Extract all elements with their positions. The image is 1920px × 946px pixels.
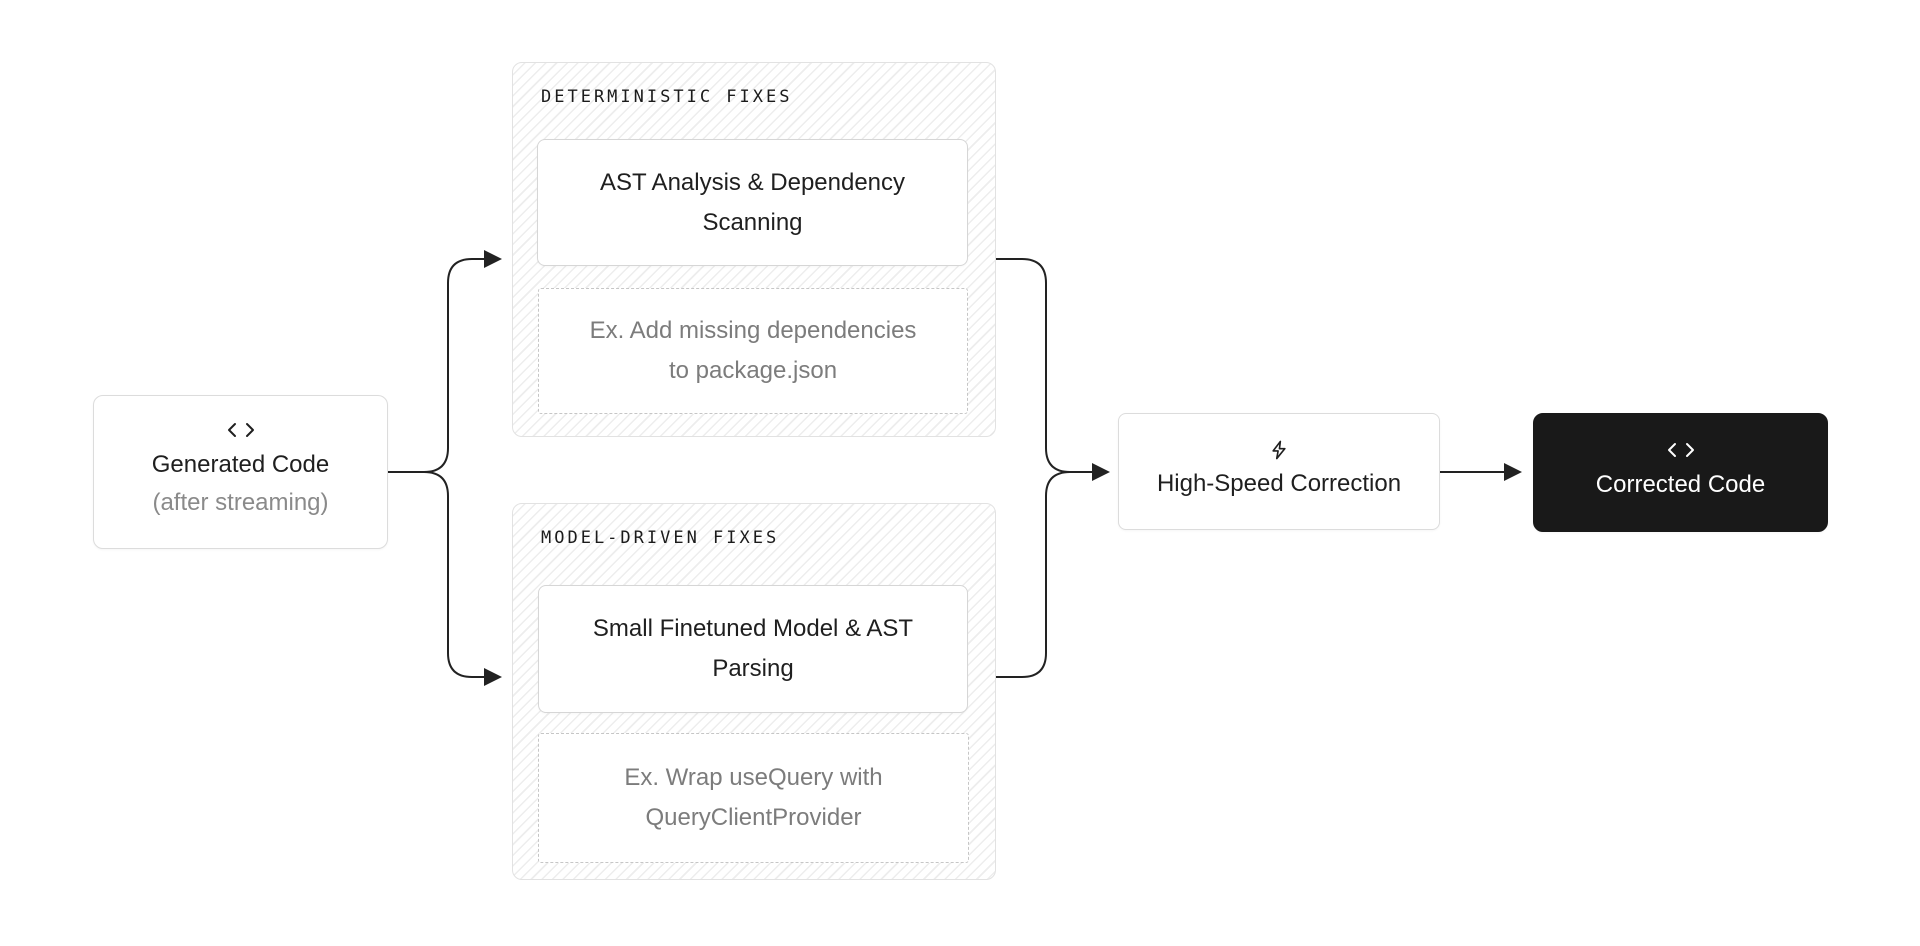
- deterministic-main-text: AST Analysis & Dependency Scanning: [599, 168, 906, 236]
- node-generated-code: Generated Code (after streaming): [93, 395, 388, 549]
- model-driven-example-text: Ex. Wrap useQuery with QueryClientProvid…: [624, 764, 883, 831]
- node-corrected-code: Corrected Code: [1533, 413, 1828, 532]
- code-icon: [227, 423, 254, 437]
- deterministic-example-text: Ex. Add missing dependencies to package.…: [589, 317, 917, 384]
- connector-generated-to-model: [388, 471, 502, 686]
- group-model-driven-fixes: MODEL-DRIVEN FIXES Small Finetuned Model…: [512, 503, 996, 880]
- model-driven-main-text: Small Finetuned Model & AST Parsing: [592, 615, 914, 682]
- node-sublabel: (after streaming): [152, 489, 329, 516]
- node-high-speed-correction: High-Speed Correction: [1118, 413, 1440, 530]
- deterministic-example-card: Ex. Add missing dependencies to package.…: [538, 288, 968, 414]
- deterministic-main-card: AST Analysis & Dependency Scanning: [537, 139, 968, 266]
- connector-deterministic-to-highspeed: [996, 258, 1110, 481]
- group-deterministic-fixes: DETERMINISTIC FIXES AST Analysis & Depen…: [512, 62, 996, 437]
- group-title-deterministic: DETERMINISTIC FIXES: [541, 87, 793, 107]
- node-label: High-Speed Correction: [1156, 470, 1402, 497]
- node-label: Generated Code: [151, 451, 330, 478]
- model-driven-main-card: Small Finetuned Model & AST Parsing: [538, 585, 968, 713]
- node-label: Corrected Code: [1595, 470, 1766, 498]
- code-icon: [1667, 442, 1694, 457]
- group-title-model-driven: MODEL-DRIVEN FIXES: [541, 528, 780, 548]
- connector-generated-to-deterministic: [388, 250, 502, 473]
- model-driven-example-card: Ex. Wrap useQuery with QueryClientProvid…: [538, 733, 969, 863]
- connector-model-to-highspeed: [996, 471, 1108, 678]
- lightning-icon: [1272, 440, 1286, 460]
